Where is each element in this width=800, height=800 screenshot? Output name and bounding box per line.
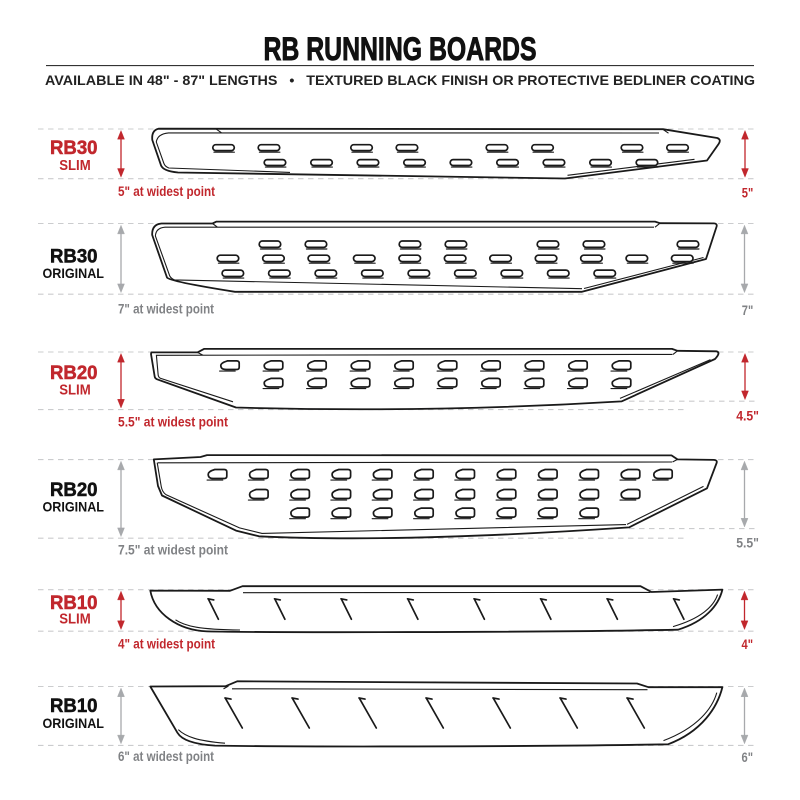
svg-text:6": 6" [742, 749, 754, 765]
svg-text:AVAILABLE IN 48" - 87" LENGTHS: AVAILABLE IN 48" - 87" LENGTHS • TEXTURE… [45, 73, 755, 88]
svg-text:7.5" at widest point: 7.5" at widest point [118, 542, 228, 558]
svg-text:4.5": 4.5" [736, 408, 759, 424]
svg-text:RB10: RB10 [50, 695, 98, 717]
svg-text:RB20: RB20 [50, 479, 98, 501]
svg-text:RB10: RB10 [50, 592, 98, 614]
svg-text:SLIM: SLIM [59, 610, 90, 627]
svg-text:4": 4" [742, 636, 754, 652]
svg-text:ORIGINAL: ORIGINAL [43, 715, 105, 731]
svg-text:7" at widest point: 7" at widest point [118, 301, 214, 317]
svg-text:RB30: RB30 [50, 137, 98, 159]
svg-text:SLIM: SLIM [59, 157, 90, 174]
svg-text:5": 5" [742, 185, 754, 201]
svg-text:RB30: RB30 [50, 246, 98, 268]
svg-text:4" at widest point: 4" at widest point [118, 636, 215, 652]
svg-text:7": 7" [742, 302, 754, 318]
svg-text:RB RUNNING BOARDS: RB RUNNING BOARDS [264, 31, 537, 67]
svg-text:SLIM: SLIM [59, 382, 90, 399]
svg-text:5" at widest point: 5" at widest point [118, 183, 215, 199]
svg-text:ORIGINAL: ORIGINAL [43, 499, 105, 515]
svg-text:6" at widest point: 6" at widest point [118, 748, 214, 764]
svg-text:RB20: RB20 [50, 362, 98, 384]
svg-text:5.5": 5.5" [736, 535, 759, 551]
svg-text:ORIGINAL: ORIGINAL [43, 265, 105, 281]
svg-text:5.5" at widest point: 5.5" at widest point [118, 414, 228, 430]
